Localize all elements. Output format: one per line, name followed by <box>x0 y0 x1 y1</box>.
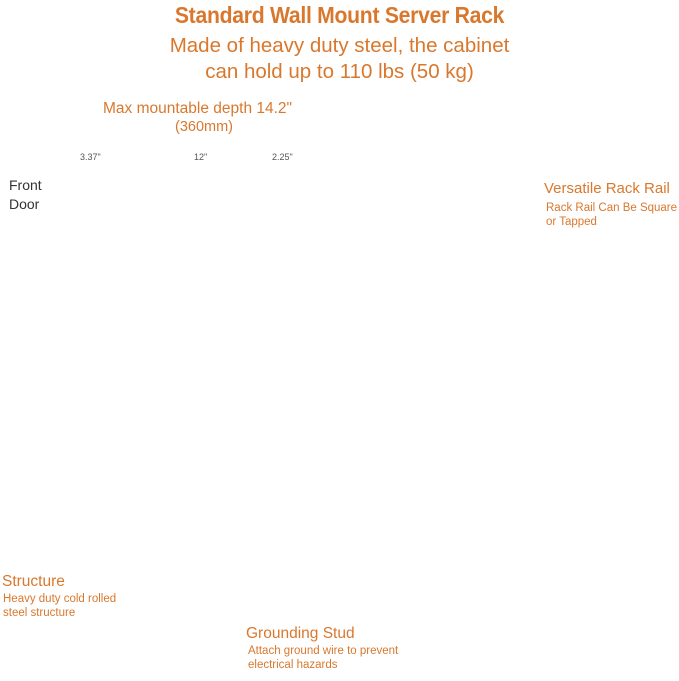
rail-mark: 04 <box>444 206 450 212</box>
depth-label: Max mountable depth 14.2" <box>103 100 293 117</box>
weight-bottom-right: 25Kg <box>236 426 318 460</box>
structure-dot-icon <box>108 540 116 548</box>
rail-mark: 20 <box>444 214 450 220</box>
rack-rail-zoom: 05 20 04 20 <box>398 137 526 265</box>
grounding-heading: Grounding Stud <box>246 625 355 642</box>
weights: 25Kg 25Kg 25Kg 25Kg <box>172 358 318 466</box>
structure-heading: Structure <box>2 573 65 590</box>
weight-label: 25Kg <box>267 366 300 382</box>
structure-line-2: steel structure <box>3 607 76 619</box>
structure-line-1: Heavy duty cold rolled <box>3 593 117 605</box>
depth-marker <box>106 256 164 288</box>
page-title: Standard Wall Mount Server Rack <box>174 2 505 28</box>
rail-mark: 20 <box>444 154 450 160</box>
grounding-line-2: electrical hazards <box>248 659 338 671</box>
depth-left-dim: 3.37" <box>80 152 101 162</box>
rack-rail-line-1: Rack Rail Can Be Square <box>546 202 678 214</box>
rail-mark: 05 <box>444 146 450 152</box>
weight-label: 25Kg <box>201 374 234 390</box>
brand-logo: NAVO <box>165 261 183 268</box>
weight-label: 25Kg <box>236 444 269 460</box>
weight-top-right: 25Kg <box>252 358 316 422</box>
weight-top-left: 25Kg <box>188 366 246 426</box>
door-lock-icon <box>539 486 547 494</box>
grounding-line-1: Attach ground wire to prevent <box>248 645 399 657</box>
depth-middle-dim: 12" <box>194 152 208 162</box>
front-door <box>370 260 562 676</box>
weight-bottom-left: 25Kg <box>172 432 254 466</box>
cabinet-body <box>108 226 384 640</box>
rail-highlight-circle <box>317 371 363 417</box>
front-door-line-1: Front <box>9 177 42 193</box>
top-view-drawing <box>65 160 314 214</box>
front-door-label: Front Door <box>9 176 42 214</box>
subtitle: Made of heavy duty steel, the cabinet ca… <box>0 33 679 85</box>
subtitle-line-1: Made of heavy duty steel, the cabinet <box>169 34 510 57</box>
rail-dot-icon <box>342 362 350 370</box>
subtitle-line-2: can hold up to 110 lbs (50 kg) <box>205 60 474 83</box>
grounding-dot-icon <box>385 572 393 580</box>
weight-label: 25Kg <box>172 450 205 466</box>
depth-arrow <box>108 134 308 148</box>
front-door-line-2: Door <box>9 196 40 212</box>
depth-right-dim: 2.25" <box>272 152 293 162</box>
rack-rail-heading: Versatile Rack Rail <box>544 180 670 197</box>
rack-rail-line-2: or Tapped <box>546 216 597 228</box>
depth-metric: (360mm) <box>175 119 234 135</box>
